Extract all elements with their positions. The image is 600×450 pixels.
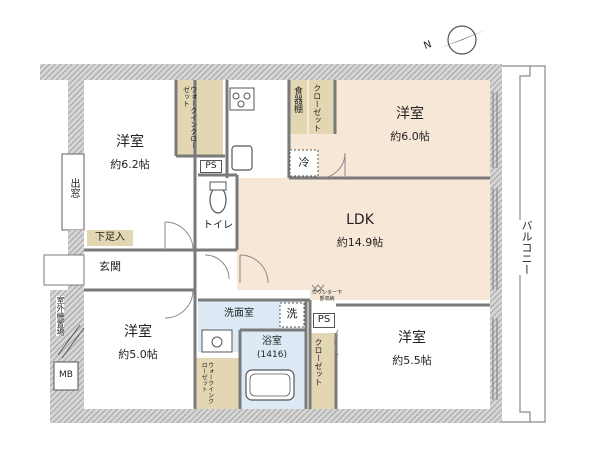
bathroom-label: 浴室: [262, 336, 282, 347]
room-area-western-sw: 約5.0帖: [118, 348, 158, 361]
kitchen-floor: [227, 80, 287, 178]
walkin-closet-label: ウォークインクローゼット: [182, 86, 198, 149]
ps-mid-label: PS: [313, 313, 335, 328]
room-name-western-ne: 洋室: [396, 106, 424, 122]
room-area-ldk: 約14.9帖: [336, 236, 384, 249]
walkin-closet-floor: [176, 80, 223, 156]
counter-storage-note: カウンター下部収納: [311, 290, 342, 302]
toilet-label: トイレ: [203, 220, 233, 231]
room-name-western-nw: 洋室: [116, 134, 144, 150]
mb-label: MB: [59, 370, 73, 380]
room-name-western-se: 洋室: [398, 330, 426, 346]
ps-top-label: PS: [200, 160, 222, 174]
room-area-western-se: 約5.5帖: [392, 354, 432, 367]
washer-label: 洗: [286, 307, 298, 320]
bay-window-label: 出窓: [68, 178, 79, 198]
ldk-floor: [237, 80, 490, 300]
dish-shelf-floor: [289, 80, 307, 134]
washroom-label: 洗面室: [224, 308, 254, 319]
shoe-cabinet-label: 下足入: [95, 232, 125, 243]
entrance-label: 玄関: [99, 260, 121, 273]
closet-se-label: クローゼット: [314, 338, 323, 386]
shoe-cabinet-floor: [87, 230, 133, 246]
walkin-closet-small-floor: [196, 358, 240, 409]
room-area-western-ne: 約6.0帖: [390, 130, 430, 143]
closet-ne-floor: [309, 80, 335, 134]
room-area-western-nw: 約6.2帖: [110, 158, 150, 171]
room-name-western-sw: 洋室: [124, 324, 152, 340]
fridge-label: 冷: [298, 156, 310, 169]
closet-se-floor: [310, 333, 336, 409]
compass-graphic: [440, 25, 486, 55]
closet-ne-label: クローゼット: [312, 84, 322, 132]
balcony-label: バルコニー: [518, 220, 534, 275]
room-name-ldk: LDK: [346, 212, 374, 228]
outdoor-unit-label: 室外機置場: [56, 296, 65, 336]
dish-shelf-label: 食器棚: [292, 86, 302, 113]
bathroom-size-label: (1416): [257, 350, 287, 360]
walkin-closet-small-label: ウォークインクローゼット: [200, 362, 214, 404]
